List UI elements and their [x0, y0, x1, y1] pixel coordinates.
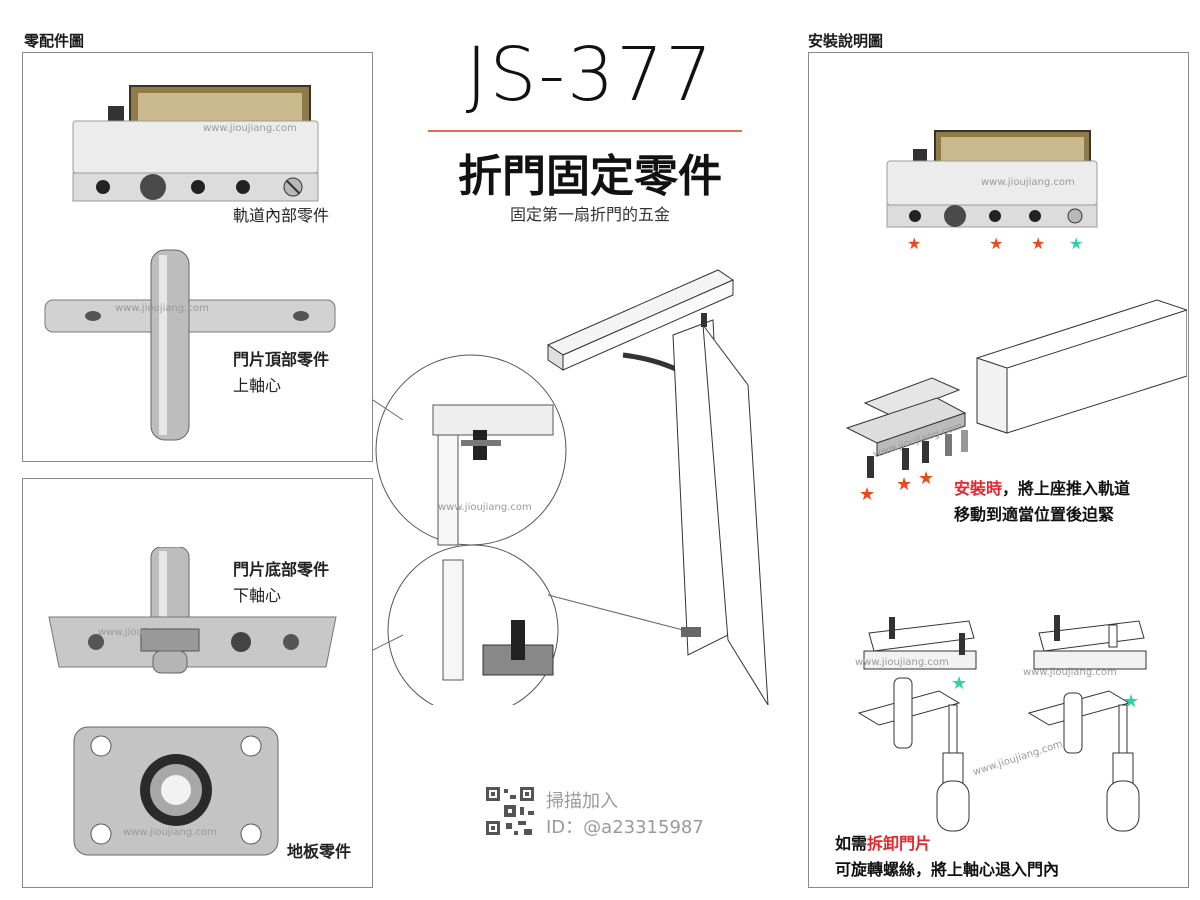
- install-step-1-line2: 移動到適當位置後迫緊: [954, 505, 1115, 524]
- parts-section-label: 零配件圖: [24, 32, 85, 50]
- line-id-label: ID：@a23315987: [546, 817, 704, 838]
- floor-part-label: 地板零件: [287, 842, 352, 861]
- star-marker-orange: ★: [859, 484, 876, 505]
- install-panel: www.jioujiang.com ★ ★ ★ ★ www.jioujiang.…: [808, 52, 1189, 888]
- floor-plate-image: [73, 726, 279, 856]
- parts-panel-top: www.jioujiang.com 軌道內部零件 www.jioujiang.c…: [22, 52, 373, 462]
- star-marker-orange: ★: [1031, 234, 1046, 253]
- door-installation-diagram: [373, 269, 769, 705]
- qr-code-icon: [484, 785, 536, 837]
- star-marker-orange: ★: [907, 234, 922, 253]
- watermark: www.jioujiang.com: [855, 657, 949, 668]
- star-marker-orange: ★: [896, 474, 913, 495]
- install-track-part-image: [886, 130, 1098, 228]
- star-marker-teal: ★: [951, 673, 968, 694]
- bottom-pivot-label: 下軸心: [233, 586, 282, 605]
- star-marker-orange: ★: [989, 234, 1004, 253]
- star-marker-teal: ★: [1069, 234, 1084, 253]
- product-title: JS-377: [465, 32, 715, 118]
- product-tagline: 固定第一扇折門的五金: [509, 205, 670, 224]
- install-step-2-line2: 可旋轉螺絲，將上軸心退入門內: [835, 860, 1060, 879]
- door-removal-diagram: [857, 615, 1147, 832]
- parts-panel-bottom: www.jioujiang.com 門片底部零件 下軸心 www.jioujia…: [22, 478, 373, 888]
- install-section-label: 安裝說明圖: [808, 32, 884, 50]
- watermark: www.jioujiang.com: [981, 177, 1075, 188]
- track-insertion-diagram: [845, 299, 1187, 478]
- bottom-pivot-image: [48, 547, 337, 674]
- install-step-2-highlight: 拆卸門片: [867, 834, 932, 853]
- top-part-label: 門片頂部零件: [233, 350, 330, 369]
- bottom-part-label: 門片底部零件: [233, 560, 330, 579]
- track-inner-part-image: [72, 85, 319, 202]
- watermark: www.jioujiang.com: [1023, 667, 1117, 678]
- install-step-2: 如需拆卸門片 可旋轉螺絲，將上軸心退入門內: [835, 831, 1059, 883]
- install-step-1-prefix: 安裝時: [954, 479, 1003, 498]
- install-step-2-prefix: 如需: [835, 834, 868, 853]
- watermark: www.jioujiang.com: [203, 123, 297, 134]
- watermark: www.jioujiang.com: [115, 303, 209, 314]
- watermark: www.jioujiang.com: [98, 627, 192, 638]
- star-marker-orange: ★: [918, 468, 935, 489]
- watermark: www.jioujiang.com: [438, 502, 532, 513]
- watermark: www.jioujiang.com: [123, 827, 217, 838]
- scan-label: 掃描加入: [546, 791, 618, 812]
- star-marker-teal: ★: [1123, 691, 1140, 712]
- install-step-1-rest: ，將上座推入軌道: [1002, 479, 1131, 498]
- install-step-1: 安裝時，將上座推入軌道 移動到適當位置後迫緊: [954, 476, 1130, 528]
- top-pivot-label: 上軸心: [233, 376, 282, 395]
- track-inner-label: 軌道內部零件: [233, 206, 330, 225]
- product-subtitle: 折門固定零件: [458, 151, 722, 202]
- top-pivot-image: [44, 249, 336, 441]
- title-divider: [428, 130, 742, 132]
